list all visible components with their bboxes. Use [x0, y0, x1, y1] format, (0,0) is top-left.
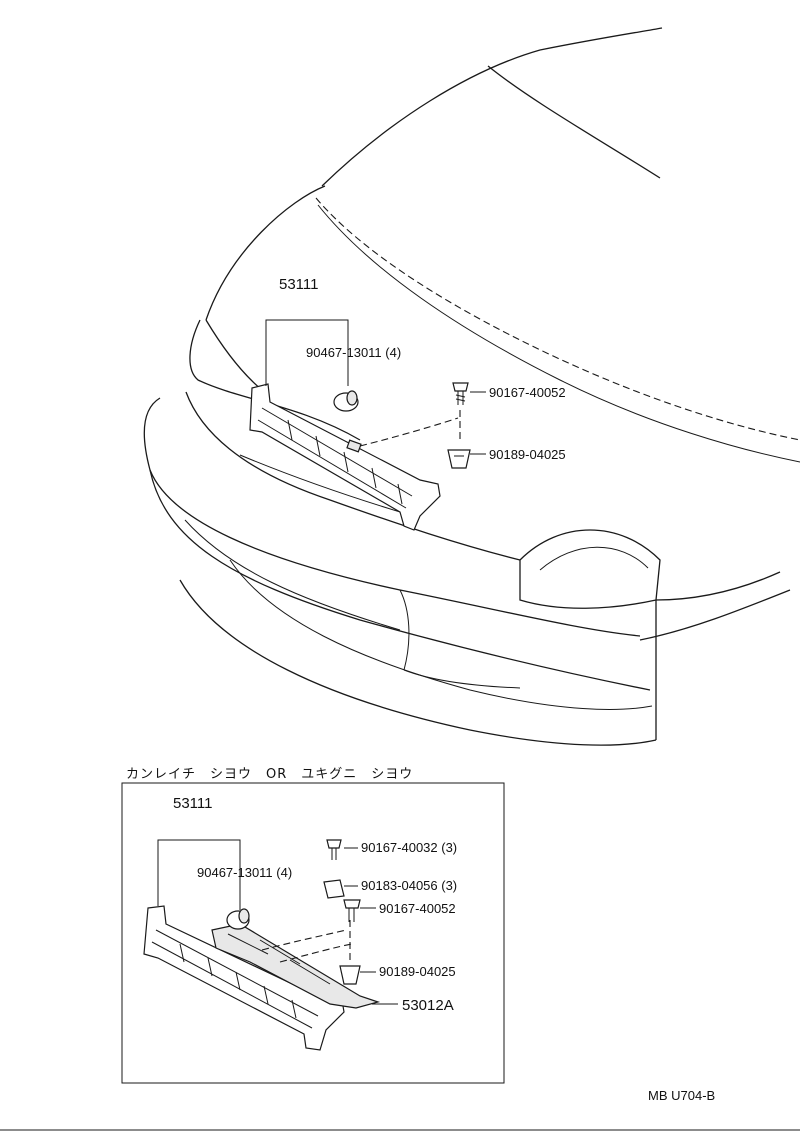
grille-inset: [143, 905, 345, 1051]
main-clip-label: 90467-13011 (4): [306, 345, 401, 360]
nut-icon: [339, 965, 361, 985]
clip-icon: [226, 908, 250, 930]
inset-caption: カンレイチ シヨウ OR ユキグニ シヨウ: [126, 767, 413, 782]
cover-inset: [211, 923, 381, 1009]
nut-icon: [323, 879, 345, 899]
leader-lines-main: [265, 319, 461, 447]
inset-grille-label: 53111: [173, 795, 213, 812]
inset-nut-b-label: 90189-04025: [379, 964, 456, 979]
screw-icon: [343, 899, 361, 922]
screw-icon: [326, 839, 342, 860]
clip-icon: [333, 390, 359, 412]
inset-nut-a-label: 90183-04056 (3): [361, 878, 457, 893]
main-screw-label: 90167-40052: [489, 385, 566, 400]
leader-lines-inset: [157, 839, 398, 1005]
main-nut-label: 90189-04025: [489, 447, 566, 462]
screw-icon: [452, 382, 469, 405]
main-grille-label: 53111: [279, 276, 319, 293]
inset-clip-label: 90467-13011 (4): [197, 865, 292, 880]
inset-cover-label: 53012A: [402, 997, 454, 1014]
grille-main: [249, 383, 441, 531]
inset-screw-b-label: 90167-40052: [379, 901, 456, 916]
inset-screw-a-label: 90167-40032 (3): [361, 840, 457, 855]
car-body-outline: [143, 27, 800, 746]
nut-icon: [447, 449, 471, 469]
drawing-code: MB U704-B: [648, 1088, 715, 1103]
inset-frame: [121, 782, 505, 1084]
